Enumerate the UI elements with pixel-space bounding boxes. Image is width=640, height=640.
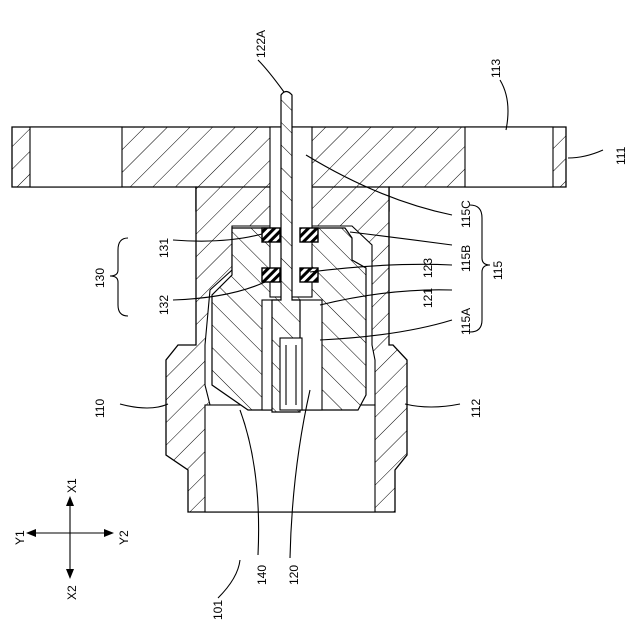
label-110: 110 xyxy=(93,399,107,418)
axis-diagram xyxy=(26,496,114,579)
axis-label-y1: Y1 xyxy=(13,530,27,545)
label-123: 123 xyxy=(421,258,435,278)
label-132: 132 xyxy=(157,295,171,315)
axis-label-y2: Y2 xyxy=(117,530,131,545)
pin-socket xyxy=(280,338,302,410)
label-122A: 122A xyxy=(254,30,268,58)
label-131: 131 xyxy=(157,238,171,258)
label-115B: 115B xyxy=(459,245,473,272)
label-115C: 115C xyxy=(459,200,473,228)
label-120: 120 xyxy=(287,565,301,585)
flange-hole-right xyxy=(465,127,553,187)
lower-bore xyxy=(205,405,375,512)
label-111: 111 xyxy=(614,146,628,165)
label-112: 112 xyxy=(469,399,483,418)
label-115A: 115A xyxy=(459,308,473,335)
label-121: 121 xyxy=(421,288,435,308)
flange-hole-left xyxy=(30,127,122,187)
label-101: 101 xyxy=(211,600,225,620)
label-113: 113 xyxy=(489,59,503,78)
label-130: 130 xyxy=(93,268,107,288)
label-115: 115 xyxy=(491,261,505,280)
label-140: 140 xyxy=(255,565,269,585)
axis-label-x2: X2 xyxy=(65,585,79,600)
axis-label-x1: X1 xyxy=(65,478,79,493)
